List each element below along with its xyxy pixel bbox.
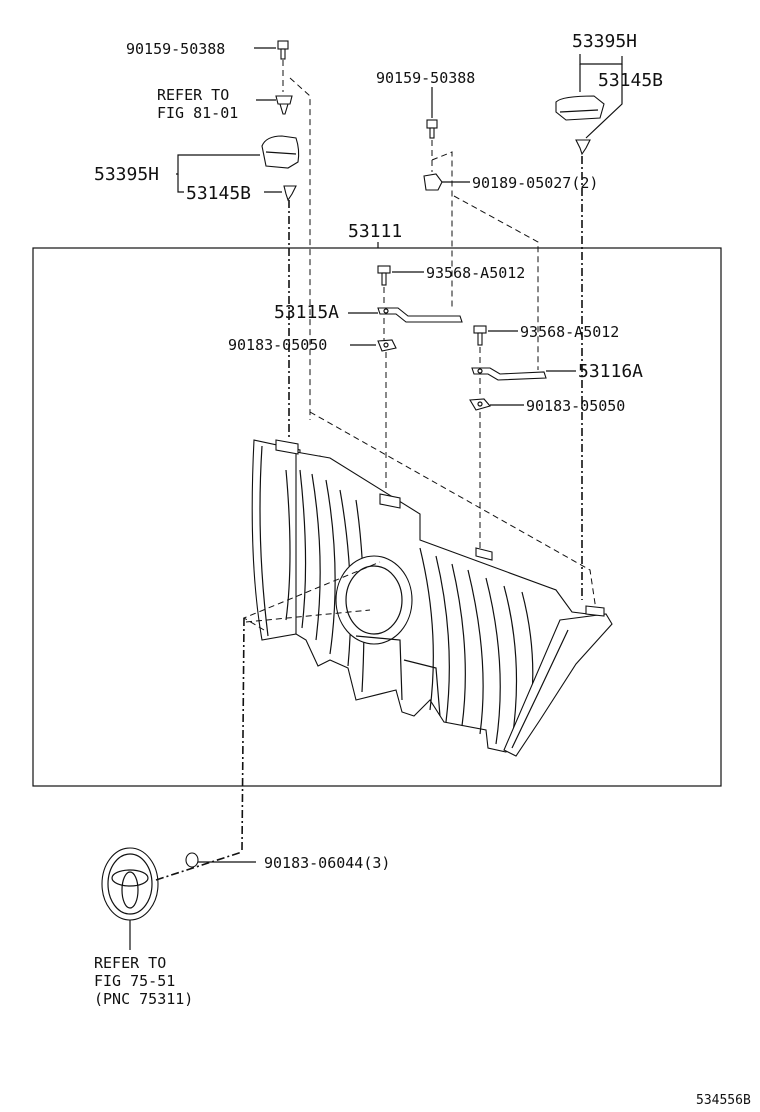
cap-icon: [261, 135, 300, 169]
bolt-icon: [426, 119, 438, 139]
emblem-icon: [101, 847, 159, 921]
refer-bottom-line1: REFER TO: [94, 954, 166, 972]
clip-icon: [283, 185, 297, 202]
refer-top-line2: FIG 81-01: [157, 104, 238, 122]
bolt-icon: [377, 265, 391, 286]
nut-icon: [423, 173, 443, 191]
label-cap-right: 53395H: [572, 31, 637, 52]
refer-top-line1: REFER TO: [157, 86, 229, 104]
label-cap-left: 53395H: [94, 164, 159, 185]
refer-bottom-line2: FIG 75-51: [94, 972, 175, 990]
label-screw-upper: 93568-A5012: [426, 264, 525, 282]
label-bracket-right: 53116A: [578, 361, 643, 382]
label-nut-left: 90183-05050: [228, 336, 327, 354]
label-bolt-top-mid: 90159-50388: [376, 69, 475, 87]
label-nut-mid: 90189-05027(2): [472, 174, 598, 192]
label-emblem-nut: 90183-06044(3): [264, 854, 390, 872]
label-bracket-left: 53115A: [274, 302, 339, 323]
cap-icon: [555, 95, 605, 121]
grille-icon: [251, 439, 613, 757]
label-grille-assy: 53111: [348, 221, 402, 242]
clip-icon: [575, 139, 591, 156]
nut-icon: [377, 339, 397, 352]
label-screw-lower: 93568-A5012: [520, 323, 619, 341]
label-clip-right: 53145B: [598, 70, 663, 91]
grille-assembly-frame: [32, 247, 722, 787]
bolt-icon: [277, 40, 289, 60]
label-clip-left: 53145B: [186, 183, 251, 204]
bolt-icon: [473, 325, 487, 346]
label-nut-right: 90183-05050: [526, 397, 625, 415]
label-bolt-top-left: 90159-50388: [126, 40, 225, 58]
bracket-icon: [471, 367, 547, 381]
nut-icon: [469, 398, 491, 411]
clip-icon: [275, 95, 293, 115]
refer-bottom-line3: (PNC 75311): [94, 990, 193, 1008]
bracket-icon: [377, 307, 463, 323]
washer-icon: [185, 852, 199, 868]
figure-id: 534556B: [696, 1093, 751, 1108]
